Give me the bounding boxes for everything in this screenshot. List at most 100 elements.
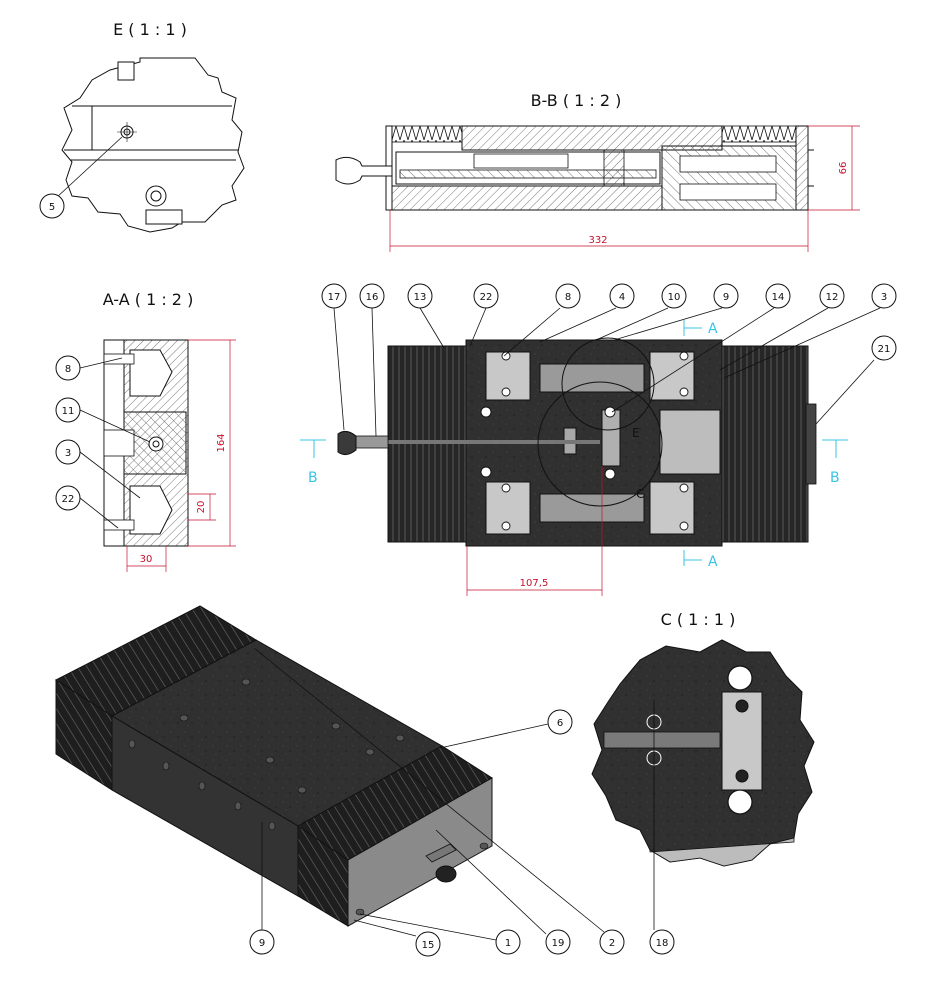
- section-marker-a-top: A: [683, 320, 718, 337]
- leader-lines-iso: [253, 647, 605, 941]
- section-bb-view: B-B ( 1 : 2 ) 66 332: [335, 91, 860, 252]
- detail-e-circle: [561, 337, 655, 431]
- svg-text:3: 3: [881, 292, 887, 303]
- screw-section: [148, 436, 164, 452]
- balloon-21: 21: [871, 335, 897, 361]
- balloon-9: 9: [713, 283, 739, 309]
- top-view: E C A A B B 107,5: [300, 283, 897, 596]
- dimension-20: 20: [188, 493, 216, 521]
- svg-text:11: 11: [62, 406, 75, 417]
- guide-upper: [129, 349, 173, 397]
- svg-text:9: 9: [723, 292, 729, 303]
- svg-text:332: 332: [588, 235, 607, 246]
- svg-text:A: A: [708, 321, 718, 337]
- detail-c-bolt: [735, 699, 749, 713]
- svg-text:19: 19: [552, 938, 565, 949]
- svg-text:18: 18: [656, 938, 669, 949]
- svg-text:9: 9: [259, 938, 265, 949]
- balloon-14: 14: [765, 283, 791, 309]
- svg-text:5: 5: [49, 202, 55, 213]
- svg-text:2: 2: [609, 938, 615, 949]
- svg-text:15: 15: [422, 940, 435, 951]
- balloon-4: 4: [609, 283, 635, 309]
- lead-screw-section: [399, 169, 657, 179]
- bolt-holes-top: [480, 351, 689, 531]
- svg-text:3: 3: [65, 448, 71, 459]
- svg-text:14: 14: [772, 292, 785, 303]
- detail-c-hole: [727, 789, 753, 815]
- detail-e-title: E ( 1 : 1 ): [113, 20, 187, 39]
- iso-end-plate: [347, 777, 493, 927]
- detail-c-hole: [727, 665, 753, 691]
- iso-knob-shaft: [425, 843, 457, 863]
- detail-e-hole: [145, 185, 167, 207]
- svg-text:4: 4: [619, 292, 625, 303]
- detail-c-edge: [649, 837, 795, 867]
- detail-e-marker: E: [632, 426, 640, 440]
- balloon-6: 6: [547, 709, 573, 735]
- section-marker-b-left: B: [300, 439, 326, 486]
- svg-text:1: 1: [505, 938, 511, 949]
- balloon-1: 1: [495, 929, 521, 955]
- balloon-8: 8: [555, 283, 581, 309]
- balloon-12: 12: [819, 283, 845, 309]
- detail-c-bolt: [735, 769, 749, 783]
- balloon-3: 3: [871, 283, 897, 309]
- section-aa-title: A-A ( 1 : 2 ): [103, 290, 194, 309]
- detail-e-tab: [117, 61, 135, 81]
- leader-line: [55, 136, 123, 199]
- balloon-18: 18: [649, 929, 675, 955]
- balloon-5: 5: [39, 193, 65, 219]
- svg-text:B: B: [830, 470, 840, 486]
- svg-text:30: 30: [140, 554, 153, 565]
- balloon-22: 22: [55, 485, 81, 511]
- section-bb-title: B-B ( 1 : 2 ): [531, 91, 622, 110]
- detail-c-view: C ( 1 : 1 ) 18: [591, 610, 815, 955]
- svg-text:17: 17: [328, 292, 341, 303]
- svg-text:21: 21: [878, 344, 891, 355]
- knob: [337, 430, 357, 456]
- svg-text:22: 22: [62, 494, 75, 505]
- nut-section: [603, 149, 625, 187]
- spring-cavity: [679, 183, 777, 201]
- dimension-332: 332: [389, 210, 809, 252]
- detail-c-marker: C: [636, 487, 644, 501]
- balloon-15: 15: [415, 931, 441, 957]
- base-section: [389, 185, 663, 211]
- balloon-11: 11: [55, 397, 81, 423]
- balloon-3: 3: [55, 439, 81, 465]
- svg-text:16: 16: [366, 292, 379, 303]
- svg-text:66: 66: [838, 162, 849, 175]
- detail-c-screw: [603, 731, 721, 749]
- balloon-9: 9: [249, 929, 275, 955]
- svg-text:B: B: [308, 470, 318, 486]
- isometric-view: 6 9 15 1 19 2: [55, 605, 625, 957]
- balloon-19: 19: [545, 929, 571, 955]
- section-marker-b-right: B: [822, 439, 848, 486]
- iso-knob: [435, 865, 457, 883]
- balloon-22: 22: [473, 283, 499, 309]
- svg-text:20: 20: [196, 501, 207, 514]
- end-plate-section: [795, 125, 809, 211]
- dimension-164: 164: [188, 339, 236, 547]
- svg-text:8: 8: [65, 364, 71, 375]
- detail-e-view: E ( 1 : 1 ) 5: [39, 20, 245, 233]
- end-cap: [805, 403, 817, 485]
- svg-text:A: A: [708, 554, 718, 570]
- detail-e-block: [145, 209, 183, 225]
- svg-text:22: 22: [480, 292, 493, 303]
- balloon-8: 8: [55, 355, 81, 381]
- svg-text:6: 6: [557, 718, 563, 729]
- detail-c-outline: [591, 639, 815, 867]
- detail-c-title: C ( 1 : 1 ): [661, 610, 736, 629]
- svg-text:10: 10: [668, 292, 681, 303]
- knob-shaft: [353, 435, 389, 449]
- balloon-13: 13: [407, 283, 433, 309]
- dimension-66: 66: [808, 125, 860, 211]
- leader-lines-top: [333, 307, 881, 437]
- section-aa-view: A-A ( 1 : 2 ) 164 20 30: [55, 290, 236, 572]
- balloon-16: 16: [359, 283, 385, 309]
- iso-bolt-holes: [128, 678, 489, 916]
- svg-text:107,5: 107,5: [520, 578, 549, 589]
